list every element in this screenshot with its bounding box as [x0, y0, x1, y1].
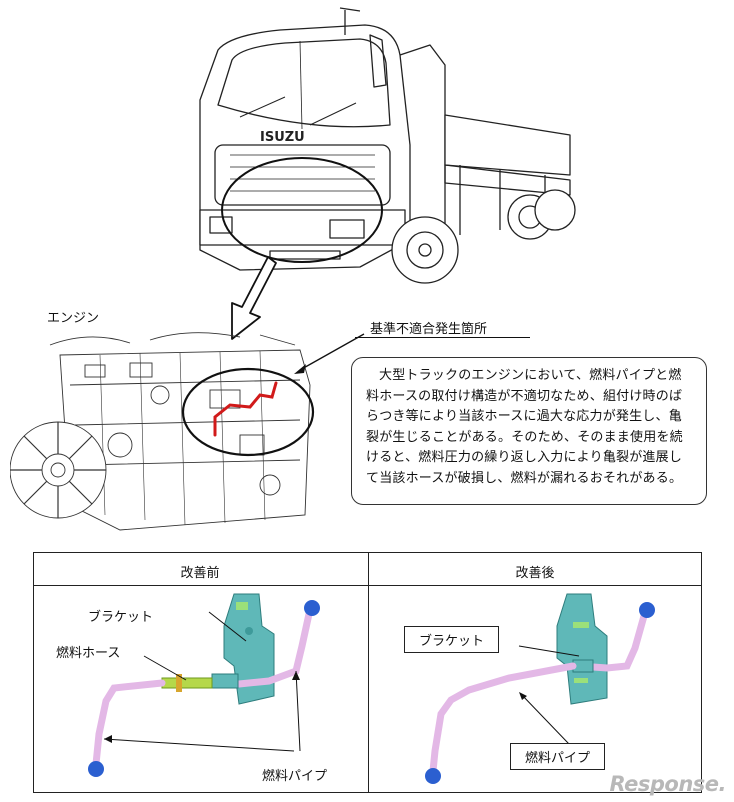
before-fuel-hose-label: 燃料ホース: [56, 646, 121, 661]
before-header: 改善前: [180, 566, 220, 581]
before-fuel-pipe-label: 燃料パイプ: [262, 769, 328, 784]
comparison-table: [33, 552, 702, 793]
after-bracket-callout: ブラケット: [404, 626, 500, 653]
engine-label: エンジン: [47, 311, 100, 326]
defect-location-label: 基準不適合発生箇所: [370, 322, 488, 337]
svg-text:ISUZU: ISUZU: [260, 130, 305, 145]
after-fuel-pipe-callout: 燃料パイプ: [510, 743, 606, 770]
before-bracket-label: ブラケット: [88, 610, 154, 625]
before-fuel-line-diagram: [88, 593, 320, 777]
after-fuel-line-diagram: [425, 593, 655, 784]
defect-location-underline: [355, 337, 530, 338]
truck-illustration: ISUZU: [199, 7, 576, 284]
recall-description-text: 大型トラックのエンジンにおいて、燃料パイプと燃料ホースの取付け構造が不適切なため…: [366, 368, 683, 486]
down-arrow-icon: [231, 256, 277, 340]
recall-description-box: 大型トラックのエンジンにおいて、燃料パイプと燃料ホースの取付け構造が不適切なため…: [351, 357, 707, 505]
table-header-divider: [33, 585, 702, 586]
response-watermark: Response.: [609, 772, 727, 796]
engine-illustration: [10, 332, 315, 531]
defect-pointer-arrow: [294, 333, 365, 374]
table-column-divider: [368, 552, 369, 793]
after-header: 改善後: [515, 566, 555, 581]
